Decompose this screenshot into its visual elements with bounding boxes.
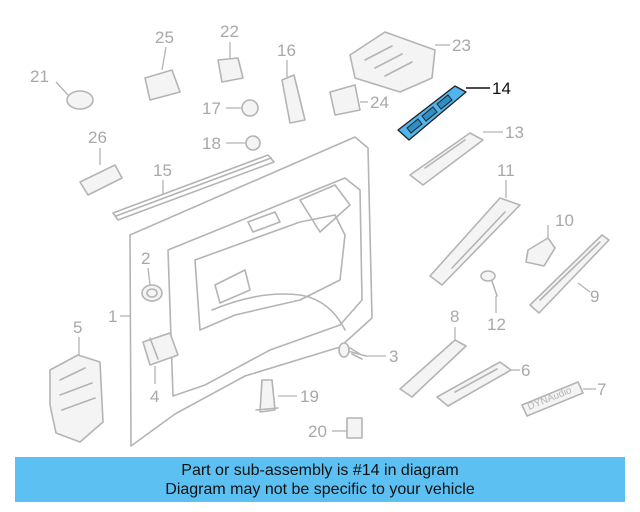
callout-2: 2	[141, 249, 150, 268]
screw-3	[338, 342, 367, 360]
callout-15: 15	[153, 161, 172, 180]
banner-line-1: Part or sub-assembly is #14 in diagram	[181, 461, 459, 479]
callout-10: 10	[555, 211, 574, 230]
switch-22	[217, 57, 244, 83]
switch-pack-23	[349, 31, 436, 93]
callout-24: 24	[370, 93, 389, 112]
callout-17: 17	[202, 99, 221, 118]
switch-bezel	[409, 132, 484, 186]
callout-5: 5	[73, 318, 82, 337]
moulding-9	[529, 234, 610, 314]
knob-21	[66, 90, 94, 110]
callout-13: 13	[505, 123, 524, 142]
bulb-17	[241, 99, 259, 117]
callout-9: 9	[590, 287, 599, 306]
trim-strip-8	[399, 339, 467, 398]
callout-7: 7	[597, 380, 606, 399]
handle-26	[79, 164, 123, 196]
callout-6: 6	[521, 361, 530, 380]
window-switch-highlighted	[397, 85, 467, 141]
callout-19: 19	[300, 387, 319, 406]
screw-12	[480, 270, 498, 297]
banner-line-2: Diagram may not be specific to your vehi…	[165, 480, 475, 498]
info-banner: Part or sub-assembly is #14 in diagram D…	[15, 457, 625, 502]
door-trim-panel	[129, 136, 373, 447]
callout-3: 3	[389, 347, 398, 366]
handle-bezel	[436, 361, 512, 407]
callout-1: 1	[108, 307, 117, 326]
callout-18: 18	[202, 134, 221, 153]
callout-25: 25	[155, 28, 174, 47]
leader-lines	[55, 42, 596, 432]
clip-4	[142, 332, 179, 366]
callout-22: 22	[220, 22, 239, 41]
parts-diagram: DYNAudio	[30, 22, 610, 447]
dynaudio-badge: DYNAudio	[521, 381, 584, 417]
mirror-cover	[281, 74, 306, 124]
switch-25	[144, 69, 181, 101]
callout-20: 20	[308, 422, 327, 441]
lamp-socket	[255, 379, 279, 413]
connector-20	[346, 417, 363, 439]
callout-11: 11	[497, 161, 515, 180]
switch-24	[329, 84, 361, 116]
callout-12: 12	[487, 315, 506, 334]
grommet	[141, 284, 163, 302]
weatherstrip	[112, 154, 275, 221]
callout-26: 26	[88, 128, 107, 147]
callout-4: 4	[150, 387, 159, 406]
callout-8: 8	[450, 307, 459, 326]
clip-10	[525, 237, 556, 267]
callout-23: 23	[452, 36, 471, 55]
callout-21: 21	[30, 67, 49, 86]
trim-11	[429, 197, 521, 286]
callout-14: 14	[492, 79, 511, 98]
speaker-cover	[49, 354, 104, 443]
push-pin-18	[245, 135, 261, 151]
callout-16: 16	[277, 41, 296, 60]
